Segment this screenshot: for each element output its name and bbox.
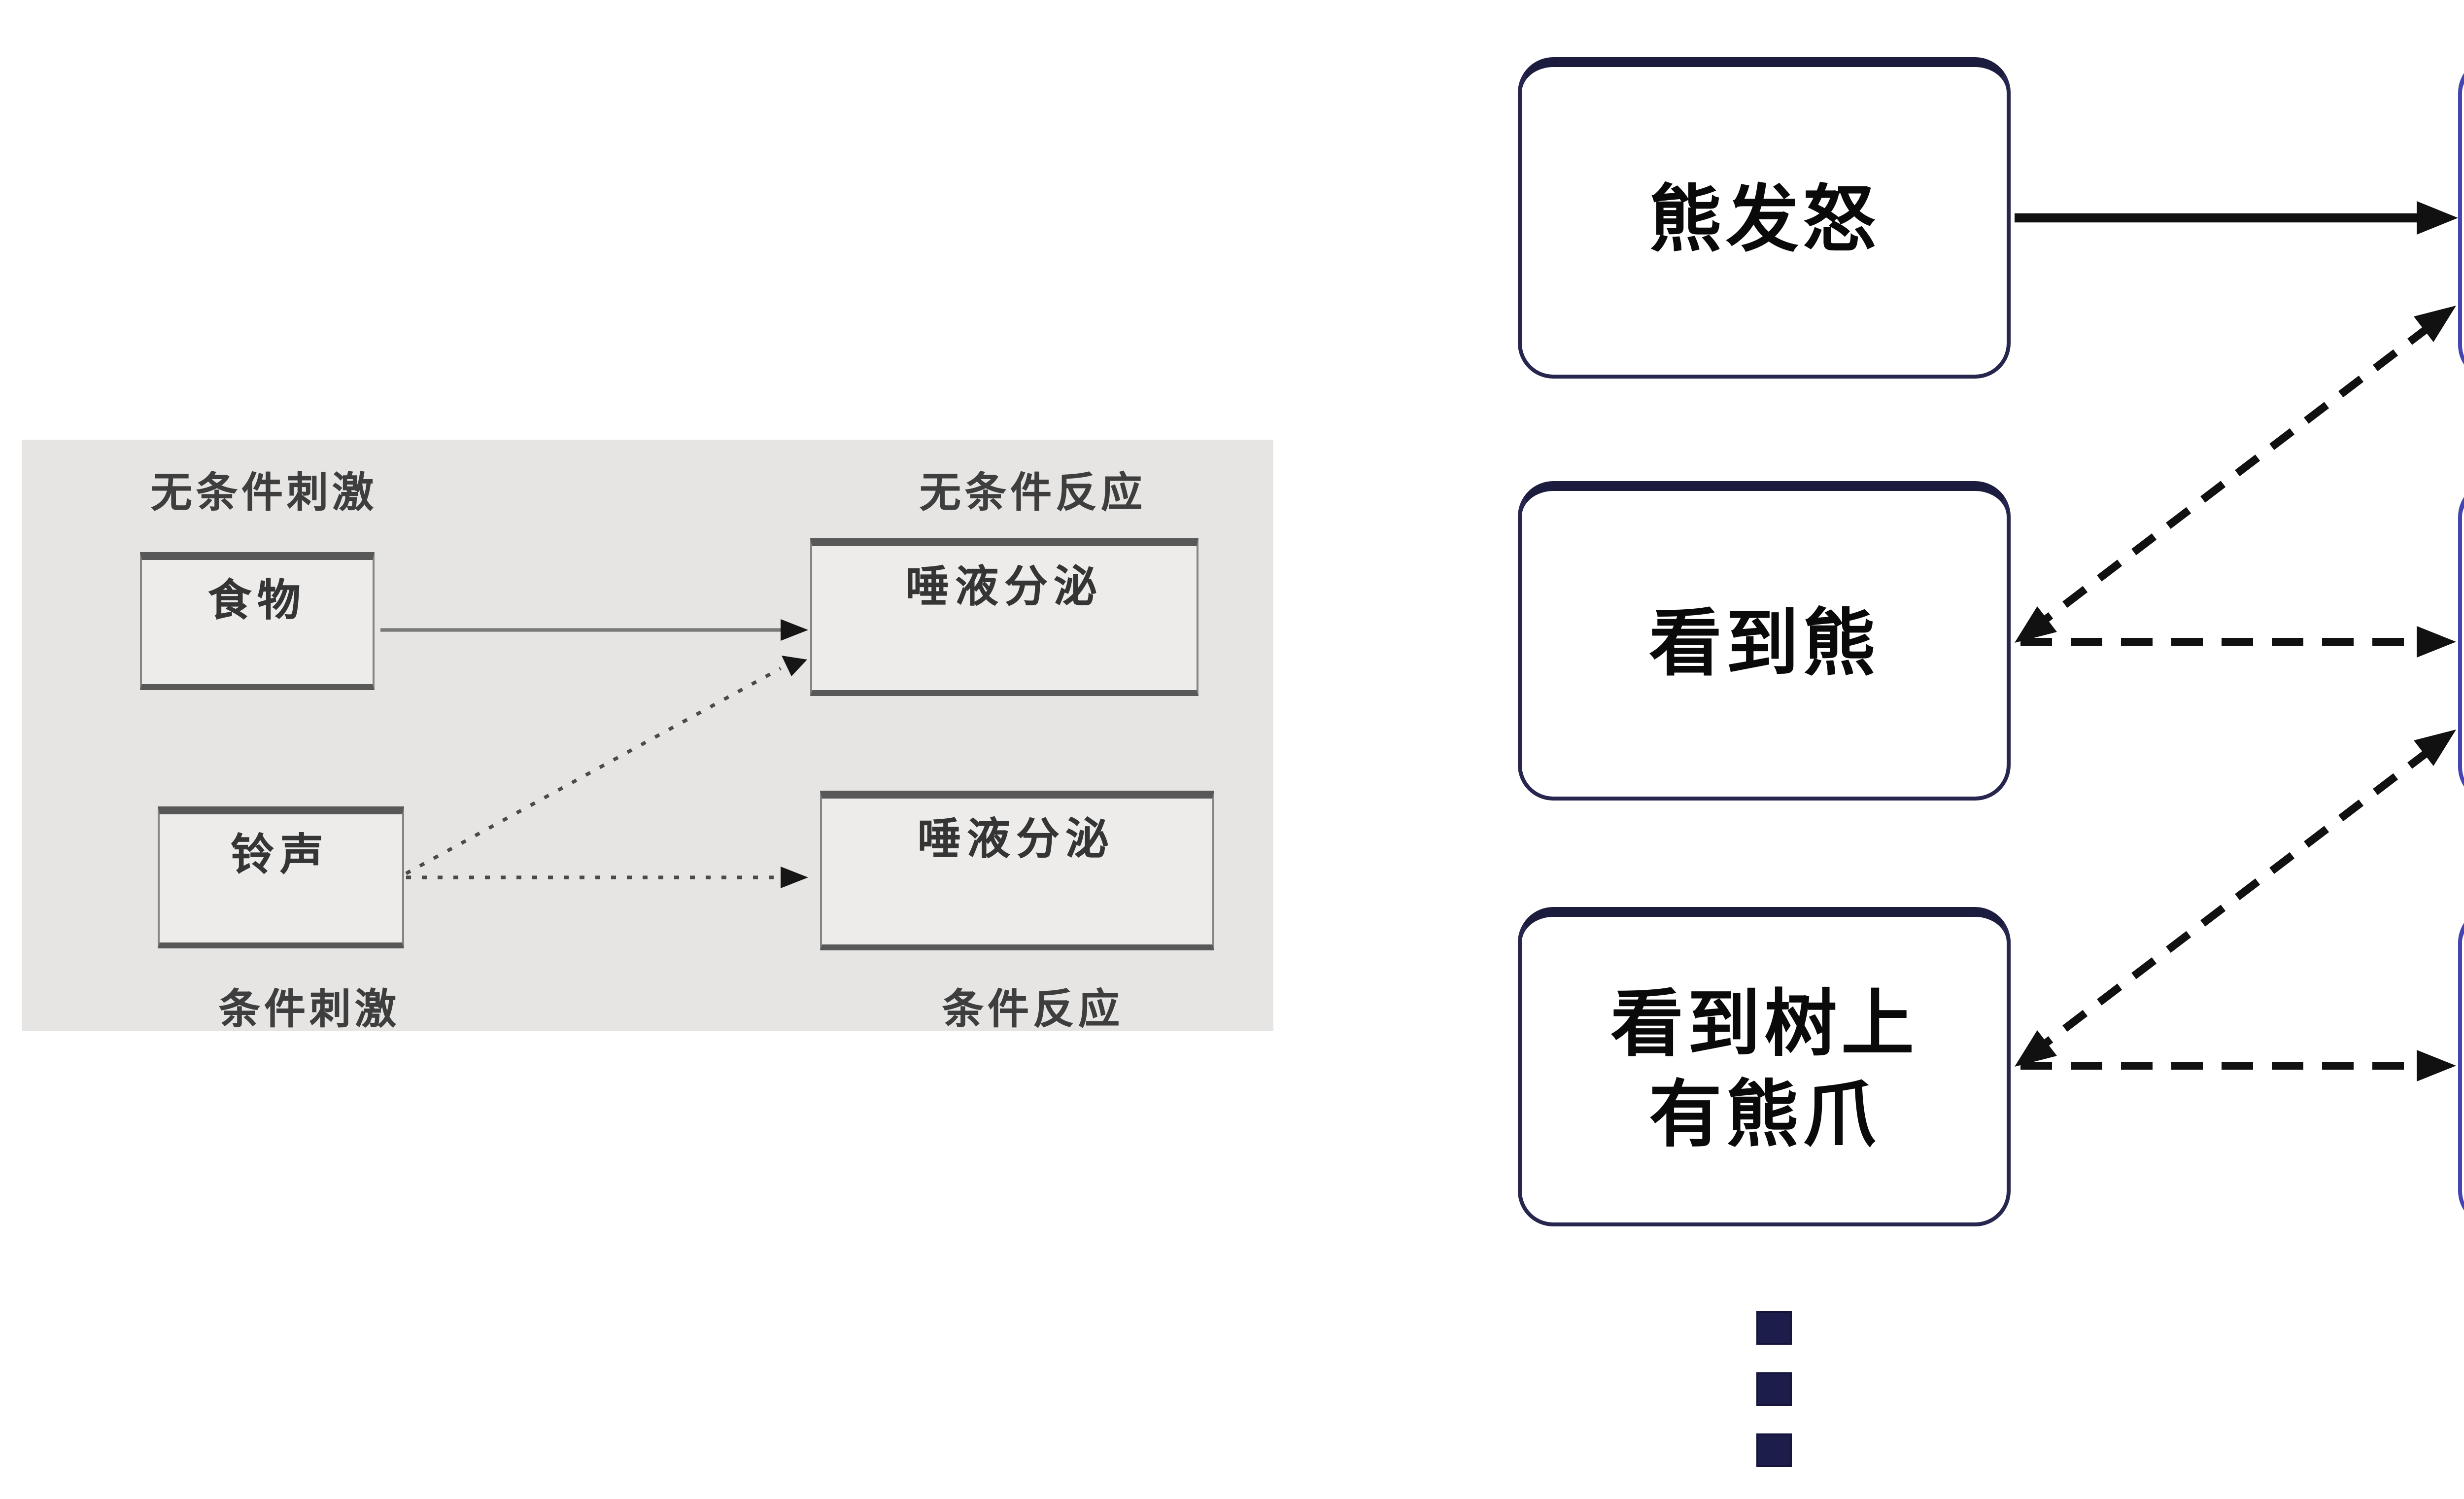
bear-angry-label: 熊发怒 [1649, 180, 1880, 261]
salivation-top-box: 唾液分泌 [810, 537, 1198, 695]
see-claw-box: 看到树上有熊爪 [1518, 907, 2011, 1226]
label-unconditioned-stimulus: 无条件刺激 [151, 471, 377, 517]
label-conditioned-response: 条件反应 [942, 988, 1124, 1033]
see-bear-to-value-dashed-arrow [2020, 626, 2456, 658]
see-claw-label: 看到树上有熊爪 [1610, 984, 1918, 1155]
label-conditioned-stimulus: 条件刺激 [219, 988, 400, 1033]
bell-box: 铃声 [157, 805, 403, 947]
see-claw-value-diagonal-dashed-arrow [2015, 730, 2456, 1067]
salivation-top-label: 唾液分泌 [905, 561, 1103, 610]
see-claw-to-value-dashed-arrow [2020, 1050, 2456, 1081]
see-bear-reward-diagonal-dashed-arrow [2015, 306, 2456, 643]
food-box: 食物 [140, 552, 375, 690]
bear-angry-box: 熊发怒 [1518, 57, 2011, 379]
see-bear-box: 看到熊 [1518, 481, 2011, 801]
conditioning-panel: 无条件刺激 无条件反应 条件刺激 条件反应 食物 唾液分泌 铃声 唾液分泌 [22, 440, 1273, 1033]
food-box-label: 食物 [207, 576, 307, 625]
value-state-box: V(s) [2458, 907, 2464, 1226]
value-next-state-box: V(s′) [2458, 481, 2464, 802]
reward-box: 奖励 [2458, 57, 2464, 381]
bell-box-label: 铃声 [230, 829, 329, 878]
salivation-bottom-box: 唾液分泌 [819, 790, 1213, 949]
label-unconditioned-response: 无条件反应 [920, 471, 1146, 517]
salivation-bottom-label: 唾液分泌 [917, 813, 1115, 863]
see-bear-label: 看到熊 [1649, 603, 1880, 684]
ellipsis-dots-left-icon [1756, 1311, 1792, 1497]
bear-to-reward-arrow [2015, 201, 2458, 235]
